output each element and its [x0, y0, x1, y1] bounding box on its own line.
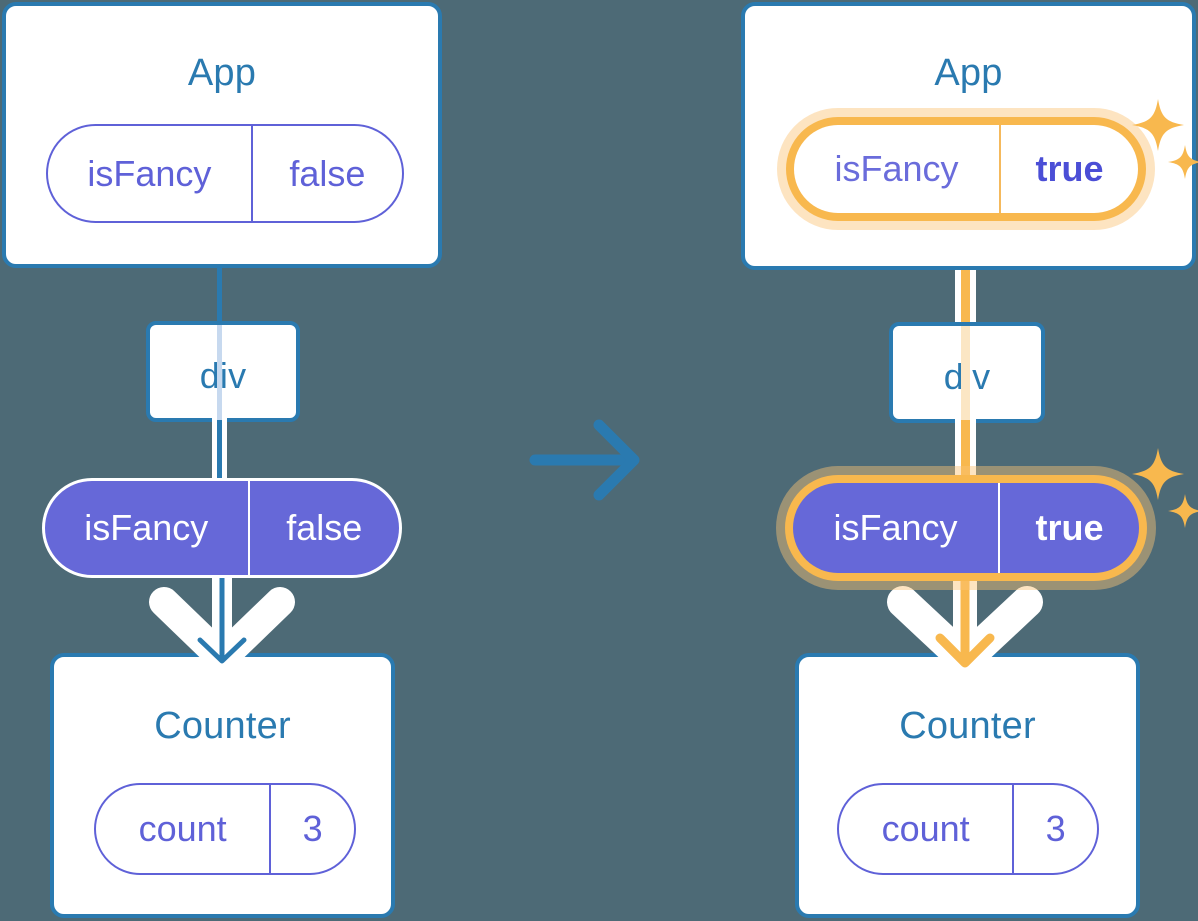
after-counter-state-pill: count 3 [837, 783, 1099, 875]
before-app-state-value: false [250, 126, 402, 221]
before-line-through-div [217, 325, 222, 420]
after-line-app-to-div [961, 214, 970, 332]
transition-right-arrow-icon [529, 419, 640, 501]
after-arrow-orange-stem [960, 510, 970, 660]
after-counter-card: Counter count 3 [795, 653, 1140, 918]
before-prop-pill-value: false [247, 481, 399, 575]
before-counter-state-pill: count 3 [94, 783, 356, 875]
before-counter-card: Counter count 3 [50, 653, 395, 918]
before-div-node-label: div [199, 355, 247, 396]
before-counter-state-value: 3 [269, 785, 354, 873]
before-app-card: App isFancy false [2, 2, 442, 268]
before-line-div-to-pill [217, 418, 222, 518]
before-prop-pill-key: isFancy [84, 507, 209, 548]
after-prop-pill-value: true [998, 483, 1139, 573]
after-app-state-value: true [999, 125, 1138, 213]
after-prop-sparkles [1132, 448, 1198, 528]
after-counter-state-value: 3 [1012, 785, 1097, 873]
sparkle-large-icon [1132, 99, 1184, 151]
after-line-through-div [961, 326, 970, 420]
before-app-state-key: isFancy [87, 152, 212, 194]
before-prop-pill: isFancy false [42, 478, 402, 578]
sparkle-small-icon [1168, 494, 1198, 528]
before-app-state-pill: isFancy false [46, 124, 404, 223]
before-arrow-blue-head [197, 637, 247, 664]
sparkle-small-icon [1168, 145, 1198, 179]
after-counter-state-key: count [881, 808, 970, 849]
before-counter-state-key: count [138, 808, 227, 849]
before-app-card-title: App [187, 52, 257, 94]
before-counter-card-title: Counter [154, 705, 291, 747]
before-arrow-blue-stem [219, 510, 225, 658]
before-div-node: div [146, 321, 300, 422]
after-prop-pill-key: isFancy [833, 507, 958, 548]
after-arrow-orange-head [935, 633, 995, 668]
sparkle-large-icon [1132, 448, 1184, 500]
after-counter-card-title: Counter [899, 705, 1036, 747]
after-app-state-pill-highlighted: isFancy true [786, 117, 1146, 221]
after-app-card-title: App [934, 52, 1003, 94]
after-line-div-to-pill [961, 418, 970, 518]
after-app-sparkles [1132, 99, 1198, 179]
after-app-state-key: isFancy [834, 148, 959, 189]
after-prop-pill-highlighted: isFancy true [785, 475, 1147, 581]
